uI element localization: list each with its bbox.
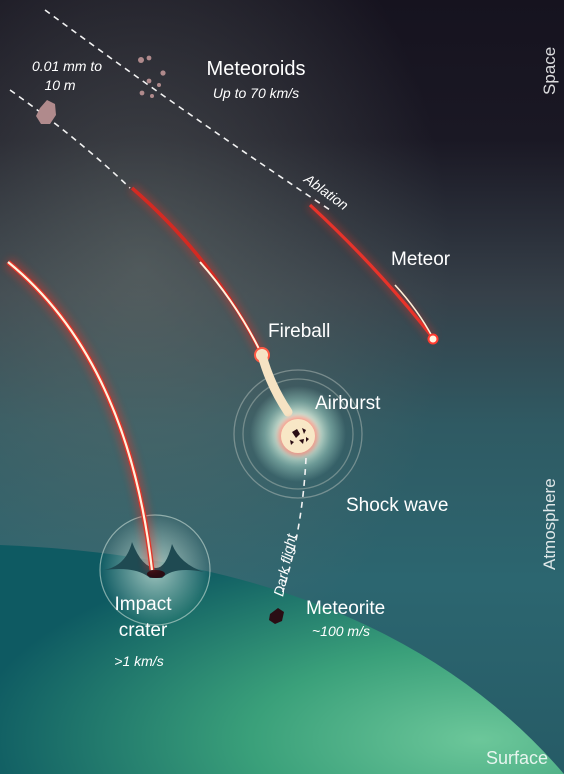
dark-flight-path xyxy=(275,457,307,613)
small-meteoroid-rock xyxy=(138,57,144,63)
surface-label: Surface xyxy=(486,748,548,768)
small-meteoroid-rock xyxy=(150,94,154,98)
large-meteoroid-rock xyxy=(36,100,56,124)
small-meteoroid-rock xyxy=(157,83,161,87)
size-range-line2: 10 m xyxy=(44,77,75,93)
meteorite-rock xyxy=(269,608,284,624)
airburst xyxy=(233,350,363,499)
impact-label-line1: Impact xyxy=(114,594,172,615)
meteorite-speed-label: ~100 m/s xyxy=(312,623,370,639)
size-range-line1: 0.01 mm to xyxy=(32,58,102,74)
atmosphere-label: Atmosphere xyxy=(540,478,559,570)
orbit-path-lower xyxy=(9,89,131,189)
airburst-label: Airburst xyxy=(315,393,381,414)
impact-label-line2: crater xyxy=(119,620,168,641)
small-meteoroid-rock xyxy=(160,70,166,76)
fireball-label: Fireball xyxy=(268,321,330,342)
meteoroids-speed-label: Up to 70 km/s xyxy=(213,85,299,101)
space-label: Space xyxy=(540,47,559,95)
impact-speed-label: >1 km/s xyxy=(114,653,163,669)
small-meteoroid-rock xyxy=(146,78,152,84)
small-meteoroid-rock xyxy=(139,90,145,96)
shock-wave-label: Shock wave xyxy=(346,495,448,516)
meteor-label: Meteor xyxy=(391,249,451,270)
meteoroid-rocks xyxy=(36,55,166,124)
airburst-fragments xyxy=(290,428,309,445)
meteorite-label: Meteorite xyxy=(306,598,385,619)
impactor-streak xyxy=(4,257,158,571)
orbit-path-upper xyxy=(44,9,331,211)
meteor-streak xyxy=(307,202,439,345)
meteoroids-label: Meteoroids xyxy=(207,58,306,80)
small-meteoroid-rock xyxy=(146,55,152,61)
impact-crater xyxy=(99,514,211,626)
